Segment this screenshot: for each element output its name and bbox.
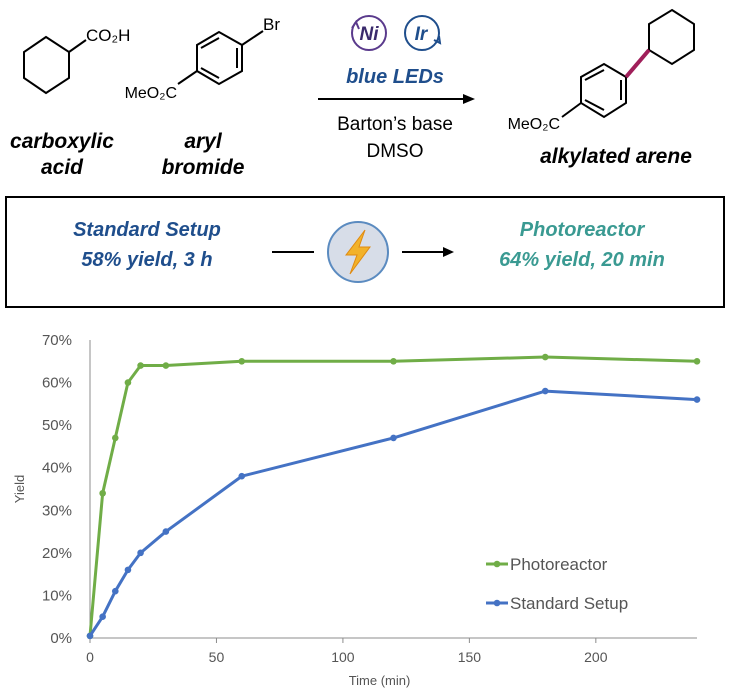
standard-setup-data-point (162, 528, 170, 535)
reaction-arrow (318, 94, 475, 104)
photoreactor-legend-label: Photoreactor (510, 555, 608, 574)
product-ester-group: MeO₂C (508, 116, 560, 133)
comparison-arrow (272, 221, 454, 283)
x-tick-label: 0 (86, 649, 94, 665)
standard-setup-summary: Standard Setup 58% yield, 3 h (27, 215, 267, 275)
standard-setup-data-point (124, 566, 132, 574)
y-axis-title: Yield (12, 475, 27, 503)
lightning-bolt-icon (344, 229, 371, 275)
acid-group: CO₂H (86, 26, 130, 45)
photoreactor-data-point (124, 379, 132, 386)
photoreactor-data-point (111, 434, 119, 442)
reactant1-label-line1: carboxylic (10, 130, 114, 153)
reactant2-label-line2: bromide (162, 156, 245, 179)
photoreactor-data-point (541, 353, 549, 361)
bromo-group: Br (263, 15, 280, 34)
photoreactor-data-point (238, 357, 246, 365)
y-tick-label: 70% (42, 332, 72, 349)
nickel-label: Ni (360, 24, 380, 45)
standard-setup-data-point (693, 396, 701, 403)
chart-axes: 0% 10% 20% 30% 40% 50% 60% 70% 0 50 100 150 200Time … (12, 332, 697, 688)
solvent-label: DMSO (367, 141, 424, 162)
y-tick-label: 30% (42, 502, 72, 519)
photoreactor-title: Photoreactor (519, 219, 645, 241)
photoreactor-summary: Photoreactor 64% yield, 20 min (462, 215, 702, 275)
standard-setup-title: Standard Setup (73, 219, 221, 241)
reactant2-label-line1: aryl (184, 130, 223, 153)
photoreactor-data-point (693, 357, 701, 365)
standard-setup-result: 58% yield, 3 h (81, 249, 213, 271)
reactant1-label-line2: acid (41, 156, 84, 179)
standard-setup-data-point (111, 587, 119, 595)
new-carbon-carbon-bond (624, 48, 651, 79)
chart-series (86, 353, 701, 640)
x-tick-label: 100 (331, 649, 355, 665)
photoreactor-result: 64% yield, 20 min (499, 249, 665, 271)
standard-setup-data-point (238, 472, 246, 480)
y-tick-label: 10% (42, 587, 72, 604)
x-tick-label: 150 (458, 649, 482, 665)
standard-setup-data-point (137, 549, 144, 557)
y-tick-label: 40% (42, 460, 72, 477)
photoreactor-data-point (390, 357, 397, 365)
y-tick-label: 60% (42, 375, 72, 392)
x-axis-title: Time (min) (349, 673, 411, 688)
standard-setup-data-point (541, 387, 549, 395)
photoreactor-data-point (137, 362, 144, 369)
yield-chart: 0% 10% 20% 30% 40% 50% 60% 70% 0 50 100 150 200Time … (12, 332, 701, 688)
standard-setup-data-point (86, 632, 94, 640)
standard-setup-series-line (88, 389, 698, 637)
y-tick-label: 0% (50, 630, 72, 647)
standard-setup-legend-label: Standard Setup (510, 594, 628, 613)
standard-setup-legend-marker (493, 599, 501, 607)
y-tick-label: 50% (42, 417, 72, 434)
light-source-label: blue LEDs (346, 66, 444, 88)
nickel-catalyst-badge: Ni (351, 15, 387, 51)
base-label: Barton’s base (337, 114, 453, 135)
photoreactor-data-point (162, 362, 170, 369)
iridium-catalyst-badge: Ir (404, 15, 442, 51)
x-tick-label: 50 (209, 649, 225, 665)
x-tick-label: 200 (584, 649, 608, 665)
photoreactor-series-line (88, 355, 698, 637)
standard-setup-data-point (390, 434, 397, 442)
comparison-box: Standard Setup 58% yield, 3 h Photoreact… (5, 196, 725, 308)
photoreactor-data-point (99, 489, 106, 497)
benzene-ring-structure (177, 30, 264, 86)
y-tick-label: 20% (42, 545, 72, 562)
photoreactor-legend-marker (493, 560, 501, 568)
product-label: alkylated arene (540, 145, 692, 168)
iridium-label: Ir (415, 24, 429, 45)
product-structure (561, 8, 695, 119)
ester-group: MeO₂C (125, 85, 177, 102)
standard-setup-data-point (99, 613, 106, 621)
cyclohexane-structure (23, 35, 87, 95)
